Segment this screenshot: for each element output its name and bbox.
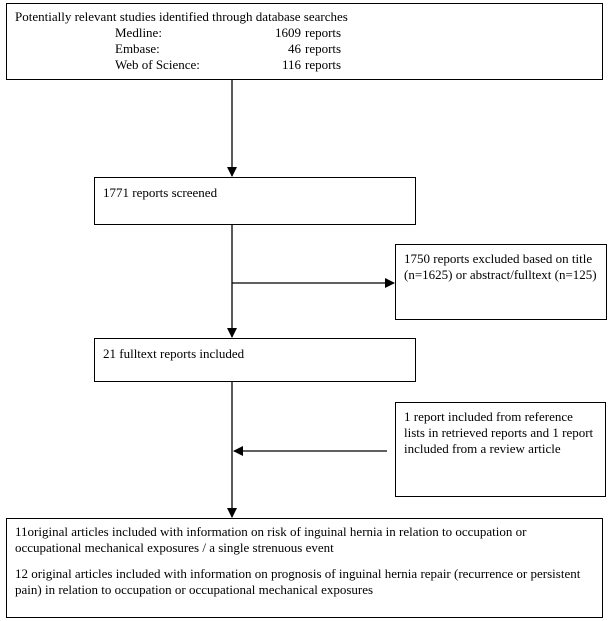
db-row-medline: Medline: 1609 reports xyxy=(15,25,594,41)
screened-box: 1771 reports screened xyxy=(94,177,416,225)
outcome-prognosis-text: 12 original articles included with infor… xyxy=(15,566,581,597)
screened-text: 1771 reports screened xyxy=(103,185,218,200)
db-row-embase: Embase: 46 reports xyxy=(15,41,594,57)
fulltext-text: 21 fulltext reports included xyxy=(103,346,245,361)
db-name: Web of Science: xyxy=(115,57,200,72)
outcome-risk-text: 11original articles included with inform… xyxy=(15,524,527,555)
db-name: Medline: xyxy=(115,25,162,40)
db-count: 116 xyxy=(281,57,301,72)
db-count: 1609 xyxy=(275,25,301,40)
outcome-box: 11original articles included with inform… xyxy=(6,518,603,618)
db-row-web-of-science: Web of Science: 116 reports xyxy=(15,57,594,73)
excluded-text: 1750 reports excluded based on title (n=… xyxy=(404,251,597,282)
additional-text: 1 report included from reference lists i… xyxy=(404,409,594,456)
search-box: Potentially relevant studies identified … xyxy=(6,3,603,80)
search-title: Potentially relevant studies identified … xyxy=(15,9,348,24)
fulltext-box: 21 fulltext reports included xyxy=(94,338,416,382)
excluded-box: 1750 reports excluded based on title (n=… xyxy=(395,244,607,320)
db-count: 46 xyxy=(288,41,301,56)
outcome-spacer xyxy=(15,556,594,566)
db-name: Embase: xyxy=(115,41,160,56)
additional-box: 1 report included from reference lists i… xyxy=(395,402,606,497)
db-unit: reports xyxy=(305,41,342,56)
db-unit: reports xyxy=(305,25,342,40)
db-unit: reports xyxy=(305,57,342,72)
